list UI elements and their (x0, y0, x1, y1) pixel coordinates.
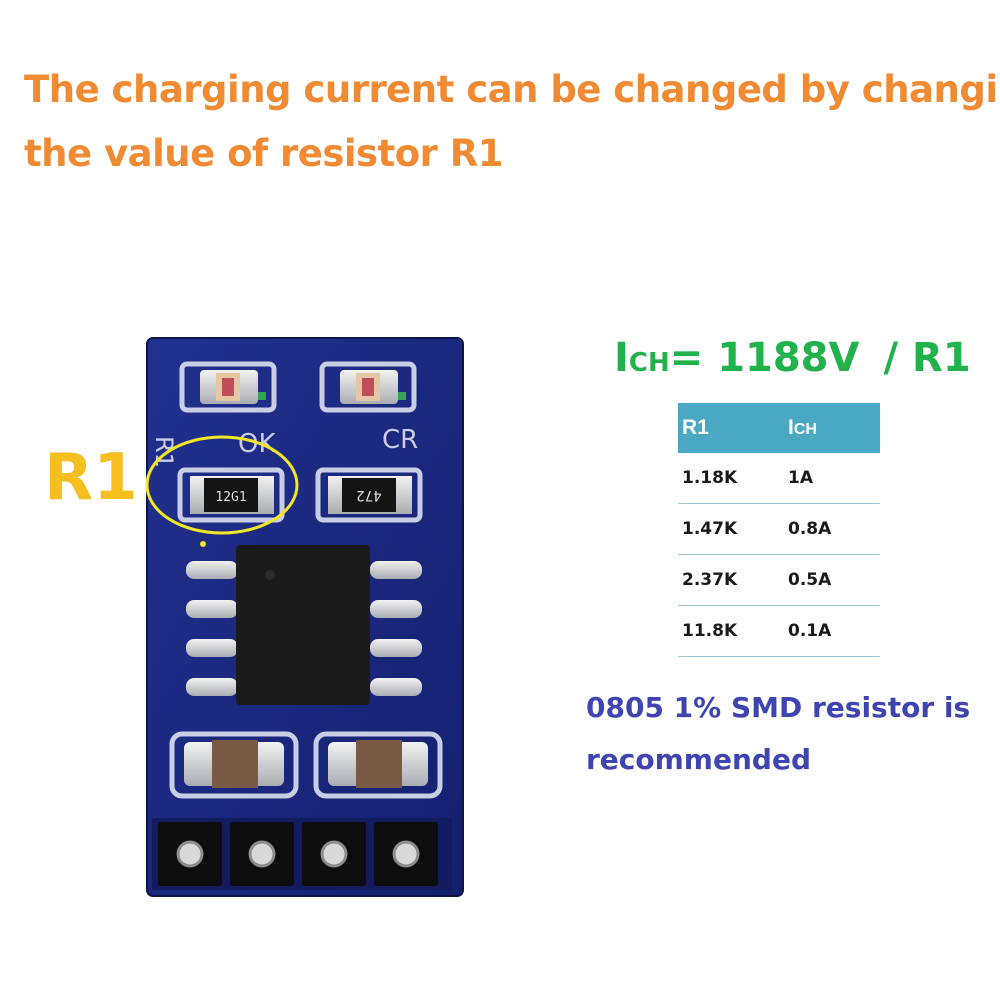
note-line-1: 0805 1% SMD resistor is (586, 691, 971, 724)
table-row: 2.37K 0.5A (678, 555, 880, 606)
capacitor-right (313, 731, 443, 799)
r1-highlight-circle (145, 435, 299, 535)
formula-equals: = (669, 335, 704, 381)
silk-cr-label: CR (382, 425, 418, 455)
formula-numerator: 1188V (717, 335, 860, 381)
headline-line-2: the value of resistor R1 (24, 132, 504, 175)
cell-r1: 1.47K (682, 519, 738, 539)
formula-lhs: I (614, 335, 629, 381)
column-header-r1: R1 (682, 416, 709, 439)
table-row: 11.8K 0.1A (678, 606, 880, 657)
table-row: 1.47K 0.8A (678, 504, 880, 555)
resistor-r1: 12G1 (177, 467, 285, 523)
silk-r1-label: R1 (150, 436, 178, 468)
pcb-board (146, 337, 464, 897)
resistor-current-table: R1 ICH 1.18K 1A 1.47K 0.8A 2.37K 0.5A 11… (678, 403, 880, 657)
header-pins (152, 818, 452, 890)
table-row: 1.18K 1A (678, 453, 880, 504)
cell-r1: 1.18K (682, 468, 738, 488)
silk-ok-label: OK (238, 429, 276, 459)
charging-current-formula: ICH= 1188V / R1 (614, 333, 971, 388)
r2-marking: 472 (356, 487, 381, 503)
note-line-2: recommended (586, 743, 811, 776)
headline: The charging current can be changed by c… (24, 58, 1000, 186)
cell-ich: 1A (788, 468, 813, 488)
table-header: R1 ICH (678, 403, 880, 453)
cell-r1: 2.37K (682, 570, 738, 590)
led-cr (319, 361, 417, 413)
r1-marking: 12G1 (215, 490, 246, 505)
capacitor-left (169, 731, 299, 799)
r1-callout-label: R1 (44, 441, 138, 515)
cell-ich: 0.8A (788, 519, 832, 539)
cell-r1: 11.8K (682, 621, 738, 641)
column-header-ich: ICH (788, 416, 817, 439)
resistor-472: 472 (315, 467, 423, 523)
headline-line-1: The charging current can be changed by c… (24, 68, 1000, 111)
resistor-recommendation-note: 0805 1% SMD resistor is recommended (586, 682, 986, 786)
formula-denominator: / R1 (883, 335, 971, 381)
formula-lhs-subscript: CH (628, 348, 670, 378)
ic-chip (186, 545, 422, 705)
led-ok (179, 361, 277, 413)
cell-ich: 0.1A (788, 621, 832, 641)
cell-ich: 0.5A (788, 570, 832, 590)
